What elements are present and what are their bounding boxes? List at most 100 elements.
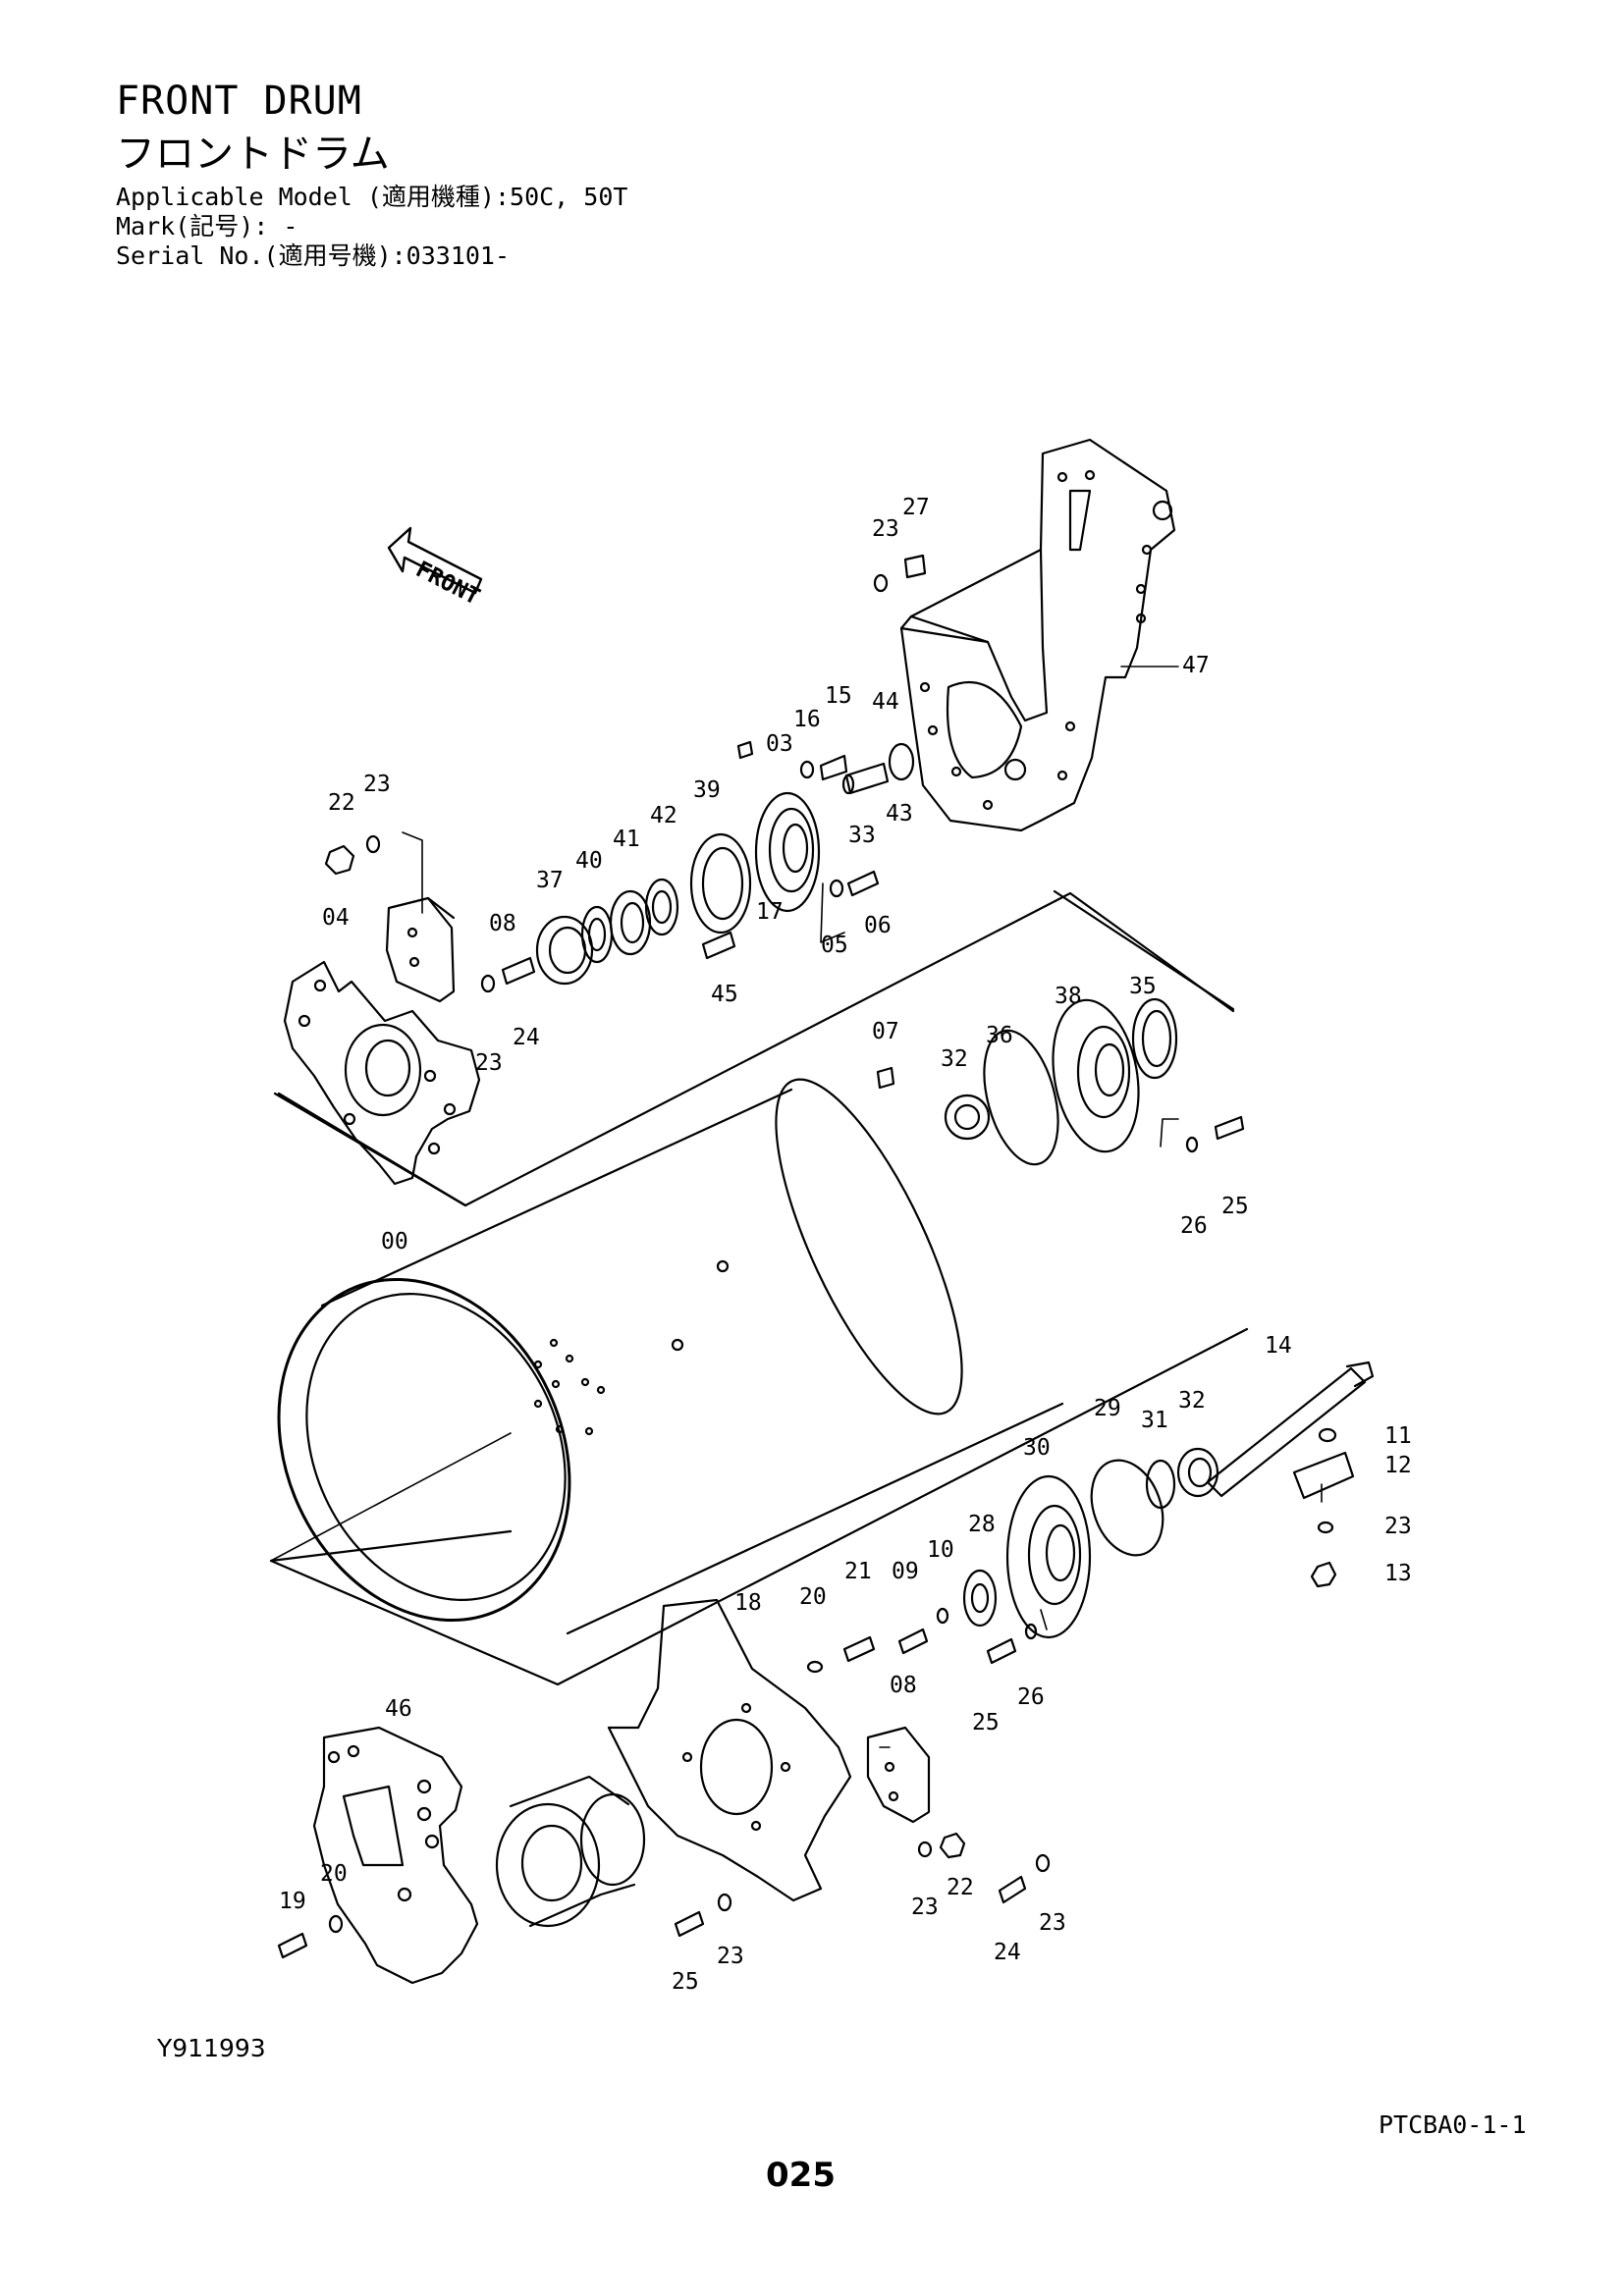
bolt-25-bottom (674, 1910, 705, 1938)
shaft-14 (1206, 1361, 1375, 1498)
bolt-19 (277, 1932, 308, 1959)
o-ring-36 (983, 1029, 1059, 1166)
bearing-plate-04 (283, 960, 481, 1186)
bolt-27 (903, 554, 927, 579)
callout: 32 (941, 1046, 968, 1072)
washer-20-mid (806, 1660, 824, 1674)
callout: 23 (1039, 1910, 1066, 1936)
callout: 41 (613, 827, 640, 852)
callout: 14 (1265, 1333, 1292, 1359)
bolt-25-mid (986, 1637, 1017, 1665)
bracket-47 (899, 438, 1176, 832)
callout: 12 (1384, 1453, 1412, 1478)
callout: 37 (536, 868, 564, 893)
callout: 13 (1384, 1561, 1412, 1586)
washer-23-right (1317, 1521, 1334, 1534)
callout: 36 (986, 1023, 1013, 1048)
callout: 07 (872, 1019, 899, 1044)
callout: 25 (672, 1969, 699, 1995)
bolt-45 (701, 931, 736, 960)
spacer-31 (1145, 1459, 1176, 1510)
o-ring-29 (1090, 1459, 1164, 1557)
callout: 25 (1221, 1194, 1249, 1219)
callout: 23 (1384, 1514, 1412, 1539)
washer-23-bottom-a (917, 1841, 933, 1858)
washer-23-bottom-c (717, 1893, 732, 1912)
washer-20-bottom (328, 1914, 344, 1934)
callout: 45 (711, 982, 738, 1007)
bearing-41 (609, 889, 652, 956)
callout: 08 (890, 1673, 917, 1698)
callout: 44 (872, 689, 899, 715)
callout: 10 (927, 1537, 954, 1563)
washer-23-27 (873, 573, 889, 593)
seal-35 (1131, 997, 1178, 1080)
nut-22-bottom (939, 1832, 966, 1859)
washer-23-top (365, 834, 381, 854)
washer-28 (962, 1569, 998, 1628)
callout: 06 (864, 913, 892, 938)
callout: 31 (1141, 1408, 1168, 1433)
front-arrow-label: FRONT (411, 557, 484, 611)
callout: 20 (320, 1861, 348, 1887)
callout: 29 (1094, 1396, 1121, 1421)
nut-22-top (324, 844, 355, 876)
callout: 18 (734, 1590, 762, 1616)
bolt-09 (897, 1628, 929, 1655)
callout: 40 (575, 848, 603, 874)
callout: 24 (994, 1940, 1021, 1965)
drum-shell-00 (277, 1078, 1064, 1635)
leader-lines (270, 666, 1323, 1748)
grease-fitting-03 (736, 740, 754, 760)
retainer-40 (580, 905, 614, 964)
drawing-number: Y911993 (157, 2034, 266, 2062)
callout: 08 (489, 911, 516, 936)
callout: 23 (717, 1944, 744, 1969)
callout: 42 (650, 803, 677, 828)
callout: 17 (756, 899, 784, 925)
bolt-21 (842, 1635, 876, 1663)
callout: 22 (947, 1875, 974, 1900)
callout: 23 (363, 772, 391, 797)
bolt-25-upper (1214, 1115, 1245, 1141)
callout: 47 (1182, 653, 1210, 678)
plug-07 (876, 1066, 895, 1090)
callout: 00 (381, 1229, 408, 1255)
washer-05 (829, 879, 844, 898)
callout: 19 (279, 1889, 306, 1914)
block-12 (1292, 1451, 1355, 1500)
callout: 05 (821, 933, 848, 958)
washer-11 (1318, 1427, 1337, 1443)
bearing-32-upper (944, 1094, 991, 1141)
front-direction-arrow: FRONT (387, 526, 484, 611)
washer-26-mid (1024, 1623, 1038, 1640)
callout: 23 (872, 516, 899, 542)
callout: 20 (799, 1584, 827, 1610)
washer-16 (799, 760, 815, 779)
drive-motor (495, 1775, 646, 1928)
callout: 04 (322, 905, 350, 931)
callout: 15 (825, 683, 852, 709)
callout: 25 (972, 1710, 1000, 1735)
callout: 30 (1023, 1435, 1051, 1461)
callout: 35 (1129, 974, 1157, 999)
callout: 23 (475, 1050, 503, 1076)
assembly-plane-top (273, 889, 1235, 1207)
callout: 26 (1017, 1684, 1045, 1710)
callout: 39 (693, 777, 721, 803)
callout: 03 (766, 731, 793, 757)
callout: 27 (902, 495, 930, 520)
page-title-japanese: フロントドラム (116, 132, 390, 177)
bearing-housing-08-top (385, 896, 456, 1003)
shim-42 (644, 878, 679, 936)
page-number: 025 (766, 2156, 836, 2195)
callout: 22 (328, 790, 355, 816)
bolt-06 (846, 870, 880, 897)
plug-33 (841, 762, 890, 795)
callout: 28 (968, 1512, 996, 1537)
callout: 26 (1180, 1213, 1208, 1239)
gasket-39 (689, 832, 752, 934)
holder-30 (1005, 1474, 1092, 1639)
mark: Mark(記号): - (116, 212, 298, 240)
callout: 24 (513, 1025, 540, 1050)
